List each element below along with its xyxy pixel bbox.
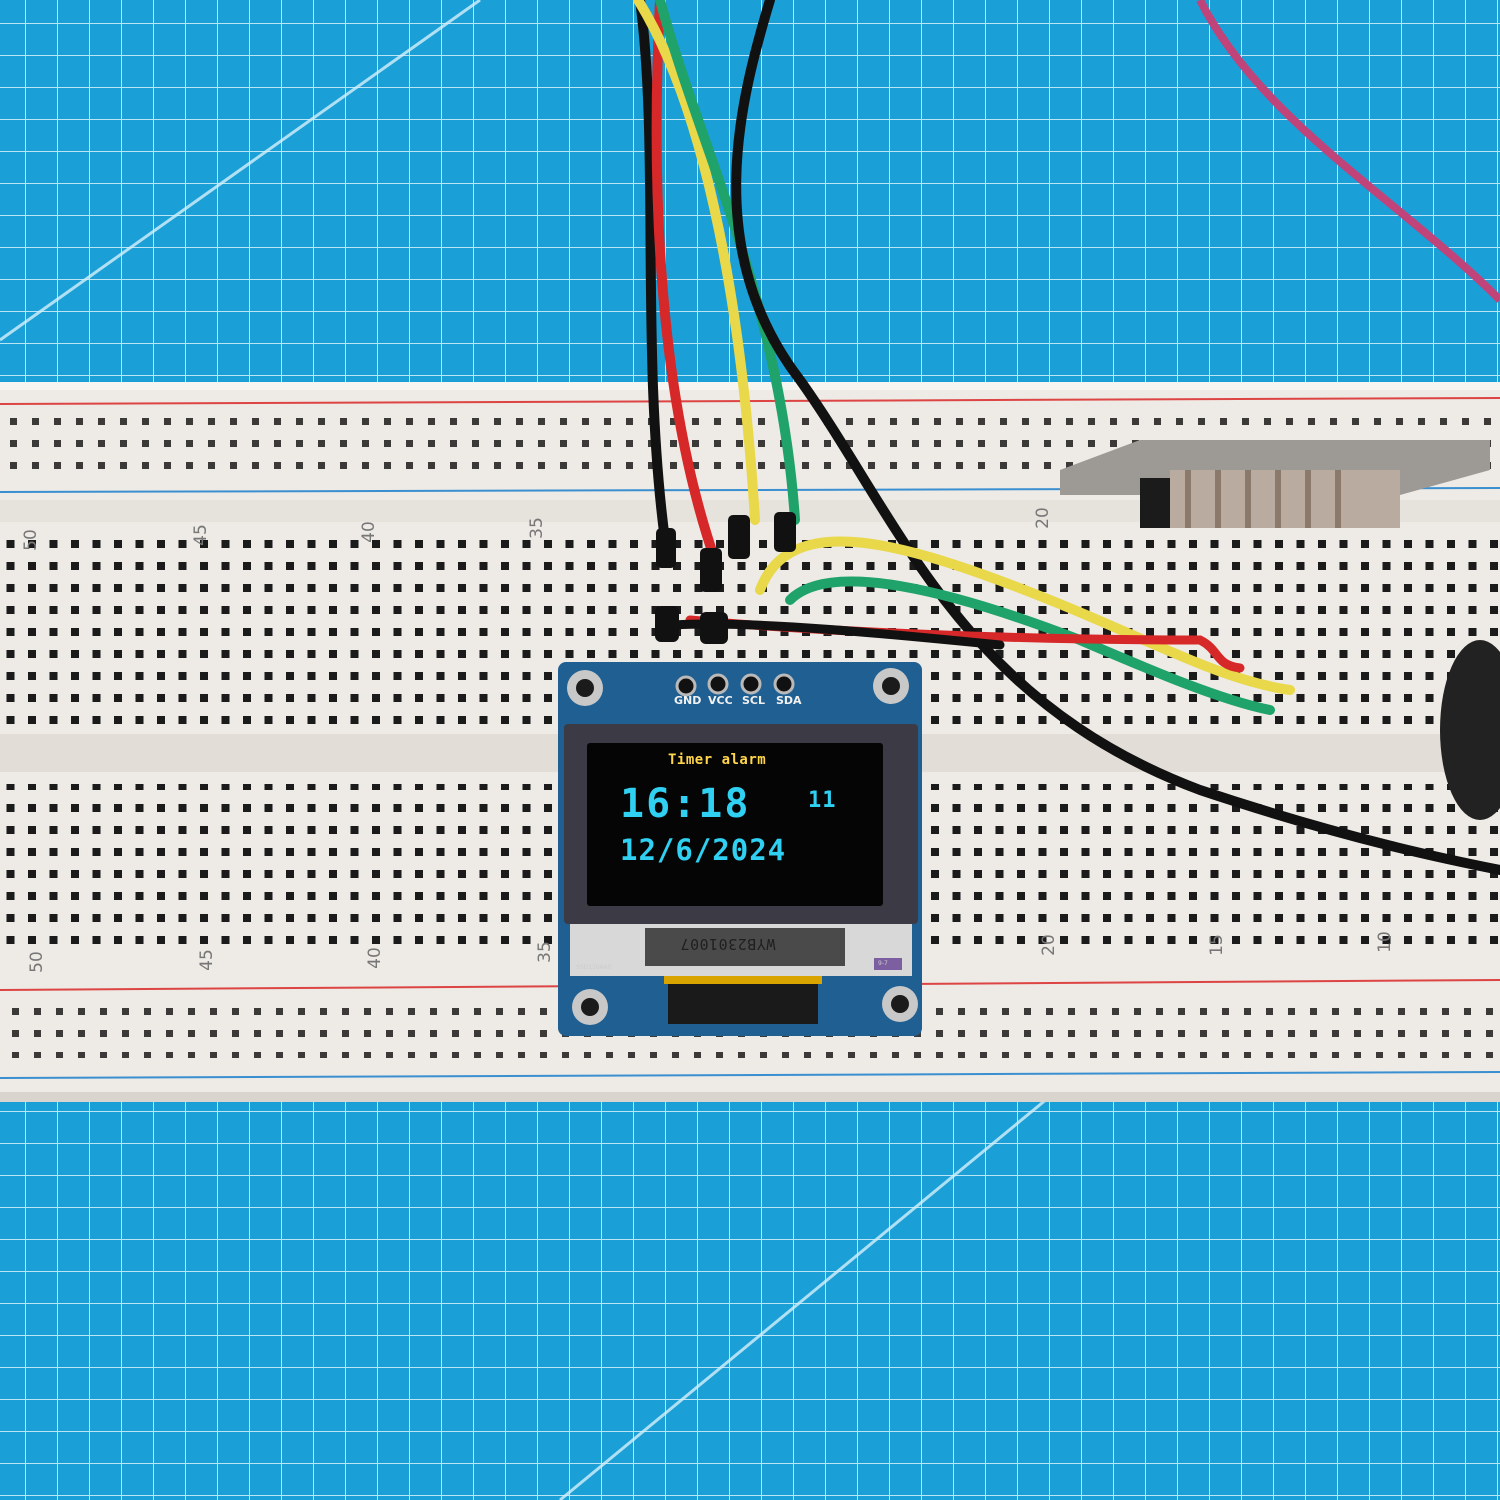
breadboard-number: 50 xyxy=(20,529,41,551)
pin-label-gnd: GND xyxy=(674,694,702,707)
breadboard-number: 15 xyxy=(1206,934,1227,956)
sensor-module xyxy=(1060,440,1490,528)
breadboard-number: 50 xyxy=(26,951,47,973)
chip-label-left: SSD1306A0 xyxy=(576,964,612,971)
breadboard-number: 20 xyxy=(1032,507,1053,529)
pink-wire xyxy=(1196,0,1500,303)
breadboard-number: 35 xyxy=(534,941,555,963)
breadboard-number: 45 xyxy=(190,524,211,546)
wire-connectors xyxy=(655,512,796,644)
pin-label-scl: SCL xyxy=(742,694,766,707)
breadboard-number: 45 xyxy=(196,949,217,971)
pin-label-vcc: VCC xyxy=(708,694,733,707)
potentiometer-knob xyxy=(1440,640,1500,820)
wires xyxy=(633,0,1500,875)
oled-title: Timer alarm xyxy=(668,752,767,768)
breadboard-number: 35 xyxy=(526,517,547,539)
breadboard-number: 20 xyxy=(1038,934,1059,956)
oled-time: 16:18 xyxy=(620,781,751,827)
pin-label-sda: SDA xyxy=(776,694,802,707)
breadboard-number: 40 xyxy=(358,521,379,543)
breadboard-number: 10 xyxy=(1374,931,1395,953)
oled-date: 12/6/2024 xyxy=(620,833,787,867)
chip-label-right: 9-7 xyxy=(878,960,888,967)
oled-display xyxy=(587,743,883,906)
flex-cable-label: WYB2301007 xyxy=(680,935,776,953)
mat-diagonal-lines xyxy=(0,0,1071,1500)
breadboard-number: 40 xyxy=(364,947,385,969)
oled-seconds: 11 xyxy=(808,788,837,813)
